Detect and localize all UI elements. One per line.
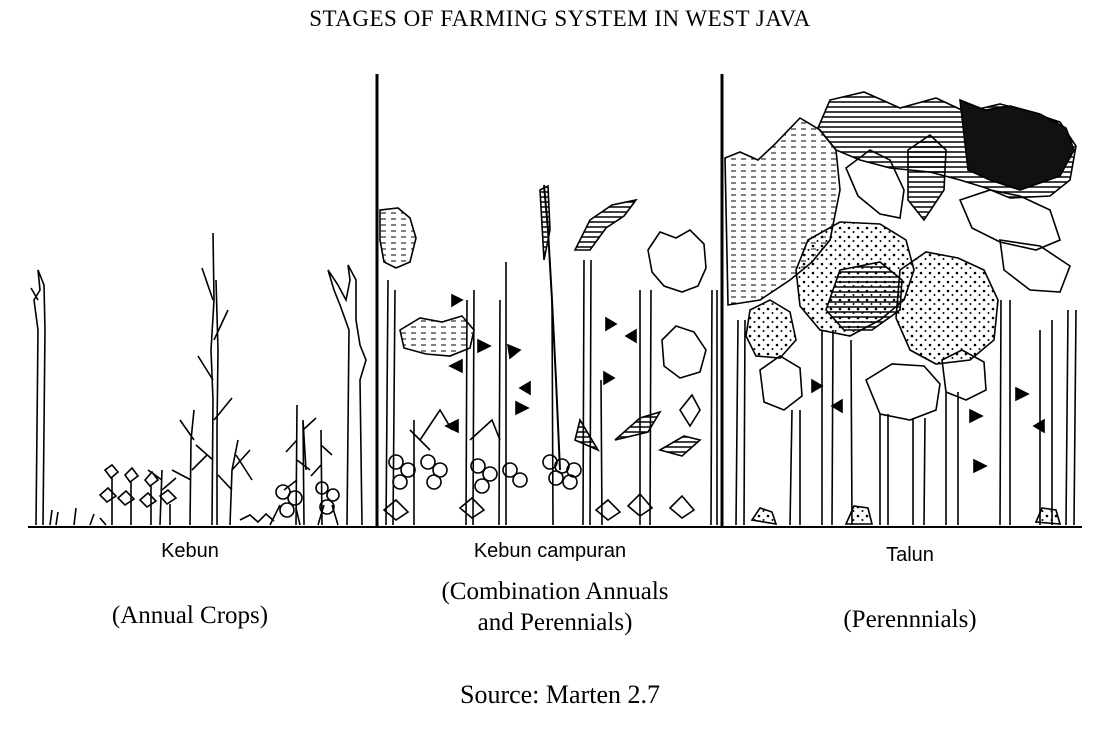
stage-name-kebun-campuran: Kebun campuran bbox=[473, 540, 627, 562]
talun-panel-drawing bbox=[724, 91, 1077, 526]
kebun-panel-drawing bbox=[30, 232, 367, 526]
stage-name-kebun: Kebun bbox=[161, 540, 219, 562]
kebun-campuran-panel-drawing bbox=[379, 184, 718, 526]
stage-description-kebun-campuran: (Combination Annuals and Perennials) bbox=[441, 578, 669, 636]
stage-description-kebun: (Annual Crops) bbox=[111, 602, 269, 629]
figure-title: STAGES OF FARMING SYSTEM IN WEST JAVA bbox=[309, 6, 811, 31]
stage-description-talun: (Perennnials) bbox=[843, 606, 977, 633]
source-citation: Source: Marten 2.7 bbox=[459, 680, 660, 709]
stage-name-talun: Talun bbox=[886, 544, 934, 566]
